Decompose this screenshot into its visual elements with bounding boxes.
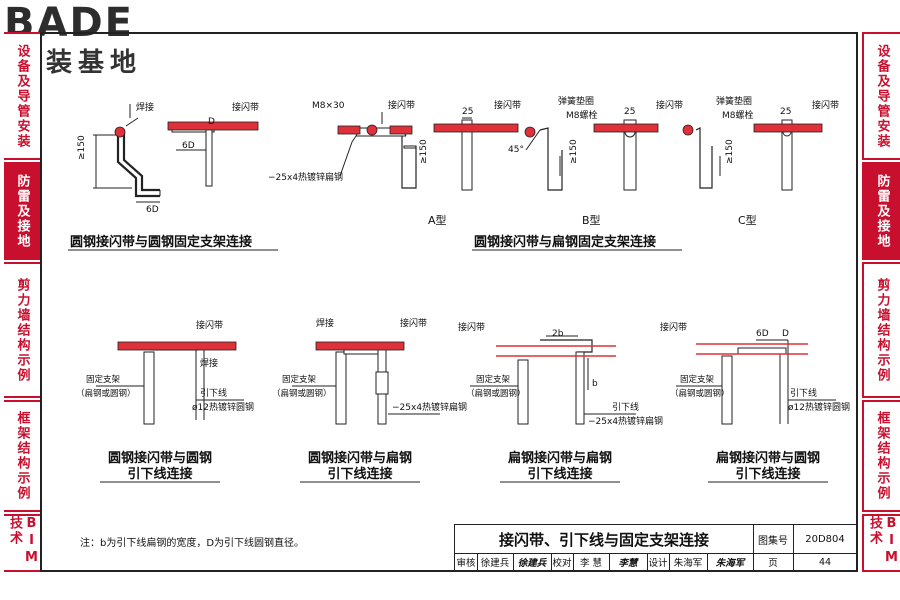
label-down-conductor-d4: 引下线 [790, 387, 817, 399]
designer-signature: 朱海军 [707, 553, 754, 571]
label-air-terminal-d3: 接闪带 [458, 321, 485, 333]
sidebar-tab-frame[interactable]: 框架结构示例 [862, 400, 900, 512]
label-m8x30: M8×30 [312, 101, 345, 111]
label-air-terminal: 接闪带 [232, 101, 259, 113]
label-25-c: 25 [780, 107, 791, 117]
sidebar-tab-equipment[interactable]: 设备及导管安装 [4, 32, 42, 160]
label-fixed-bracket-d1: 固定支架 [86, 374, 121, 385]
sidebar-tab-frame[interactable]: 框架结构示例 [4, 400, 42, 512]
checker-signature: 李慧 [609, 553, 648, 571]
sidebar-tab-bim[interactable]: BIM技术 [4, 514, 42, 572]
page-number: 44 [818, 556, 832, 568]
label-type-a: A型 [428, 213, 447, 227]
caption-bottom-3-line1: 扁钢接闪带与扁钢 [508, 450, 612, 466]
label-2b: 2b [552, 329, 564, 339]
reviewer-name: 徐建兵 [477, 553, 514, 571]
designer-name: 朱海军 [669, 553, 708, 571]
label-m8-bolt-2: M8螺栓 [722, 109, 754, 121]
label-fixed-bracket-d4: 固定支架 [680, 374, 715, 385]
label-D: D [208, 117, 215, 127]
label-6D-d4: 6D [756, 329, 769, 339]
label-25-b: 25 [624, 107, 635, 117]
label-air-terminal-a: 接闪带 [494, 99, 521, 111]
caption-bottom-1-line2: 引下线连接 [127, 466, 192, 482]
label-45deg: 45° [508, 145, 524, 155]
footnote: 注：b为引下线扁钢的宽度，D为引下线圆钢直径。 [80, 538, 305, 549]
label-weld: 焊接 [136, 101, 154, 113]
label-bracket-material-d2: （扁钢或圆钢） [272, 388, 332, 399]
label-air-terminal-2: 接闪带 [388, 99, 415, 111]
label-air-terminal-d2: 接闪带 [400, 317, 427, 329]
label-weld-d2: 焊接 [316, 317, 334, 329]
design-label: 设计 [647, 553, 670, 571]
drawing-title: 接闪带、引下线与固定支架连接 [455, 525, 754, 553]
page-label: 页 [753, 553, 794, 571]
label-m8-bolt: M8螺栓 [566, 109, 598, 121]
left-sidebar: 设备及导管安装 防雷及接地 剪力墙结构示例 框架结构示例 BIM技术 [4, 32, 42, 572]
caption-bottom-2-line1: 圆钢接闪带与扁钢 [308, 450, 412, 466]
construction-drawing: 焊接 接闪带 D 6D 6D ≥150 M8×30 接闪带 −25x4热镀锌扁钢… [68, 95, 850, 483]
label-down-conductor-d3: 引下线 [612, 401, 639, 413]
check-label: 校对 [551, 553, 574, 571]
detail-bottom-4 [721, 339, 789, 425]
label-air-terminal-d1: 接闪带 [196, 319, 223, 331]
label-b: b [592, 379, 598, 389]
label-fixed-bracket-d2: 固定支架 [282, 374, 317, 385]
checker-name: 李 慧 [573, 553, 610, 571]
sidebar-tab-equipment[interactable]: 设备及导管安装 [862, 32, 900, 160]
label-bracket-material-d1: （扁钢或圆钢） [76, 388, 136, 399]
label-type-b: B型 [582, 213, 601, 227]
label-spring-washer-2: 弹簧垫圈 [716, 95, 752, 107]
label-spring-washer: 弹簧垫圈 [558, 95, 594, 107]
label-bracket-material-d3: （扁钢或圆钢） [466, 388, 526, 399]
label-flat-steel-d3: −25x4热镀锌扁钢 [588, 415, 663, 427]
detail-round-bracket [93, 104, 215, 203]
right-sidebar: 设备及导管安装 防雷及接地 剪力墙结构示例 框架结构示例 BIM技术 [862, 32, 900, 572]
caption-top-left: 圆钢接闪带与圆钢固定支架连接 [70, 234, 252, 250]
label-6D: 6D [182, 141, 195, 151]
detail-bottom-3 [517, 335, 593, 425]
detail-bottom-2 [335, 347, 389, 425]
label-fixed-bracket-d3: 固定支架 [476, 374, 511, 385]
label-25-a: 25 [462, 107, 473, 117]
label-air-terminal-b: 接闪带 [656, 99, 683, 111]
atlas-label: 图集号 [753, 525, 794, 553]
label-type-c: C型 [738, 213, 757, 227]
detail-type-b [525, 119, 721, 191]
label-weld-d1: 焊接 [200, 357, 218, 369]
label-down-conductor-d1: 引下线 [200, 387, 227, 399]
label-150: ≥150 [77, 135, 87, 160]
atlas-number: 20D804 [805, 533, 845, 545]
detail-type-a [461, 117, 473, 191]
label-air-terminal-c: 接闪带 [812, 99, 839, 111]
caption-bottom-3-line2: 引下线连接 [527, 466, 592, 482]
title-block: 接闪带、引下线与固定支架连接 图集号 20D804 审核 徐建兵 徐建兵 校对 … [454, 524, 857, 571]
label-flat-steel: −25x4热镀锌扁钢 [268, 171, 343, 183]
label-D-d4: D [782, 329, 789, 339]
label-bracket-material-d4: （扁钢或圆钢） [670, 388, 730, 399]
sidebar-tab-shearwall[interactable]: 剪力墙结构示例 [4, 262, 42, 398]
label-150-b: ≥150 [569, 139, 579, 164]
review-label: 审核 [455, 553, 478, 571]
label-flat-steel-d2: −25x4热镀锌扁钢 [392, 401, 467, 413]
sidebar-tab-lightning[interactable]: 防雷及接地 [4, 162, 42, 260]
label-air-terminal-d4: 接闪带 [660, 321, 687, 333]
caption-bottom-4-line2: 引下线连接 [735, 466, 800, 482]
label-150-b2: ≥150 [725, 139, 735, 164]
label-round-steel-d1: ø12热镀锌圆钢 [192, 401, 254, 413]
reviewer-signature: 徐建兵 [513, 553, 552, 571]
label-6D-bottom: 6D [146, 205, 159, 215]
label-round-steel-d4: ø12热镀锌圆钢 [788, 401, 850, 413]
caption-bottom-2-line2: 引下线连接 [327, 466, 392, 482]
caption-bottom-4-line1: 扁钢接闪带与圆钢 [716, 450, 820, 466]
sidebar-tab-shearwall[interactable]: 剪力墙结构示例 [862, 262, 900, 398]
detail-flat-bracket [339, 112, 417, 189]
sidebar-tab-bim[interactable]: BIM技术 [862, 514, 900, 572]
caption-top-right: 圆钢接闪带与扁钢固定支架连接 [474, 234, 656, 250]
label-150-2: ≥150 [419, 139, 429, 164]
caption-bottom-1-line1: 圆钢接闪带与圆钢 [108, 450, 212, 466]
sidebar-tab-lightning[interactable]: 防雷及接地 [862, 162, 900, 260]
drawing-frame [40, 32, 858, 572]
